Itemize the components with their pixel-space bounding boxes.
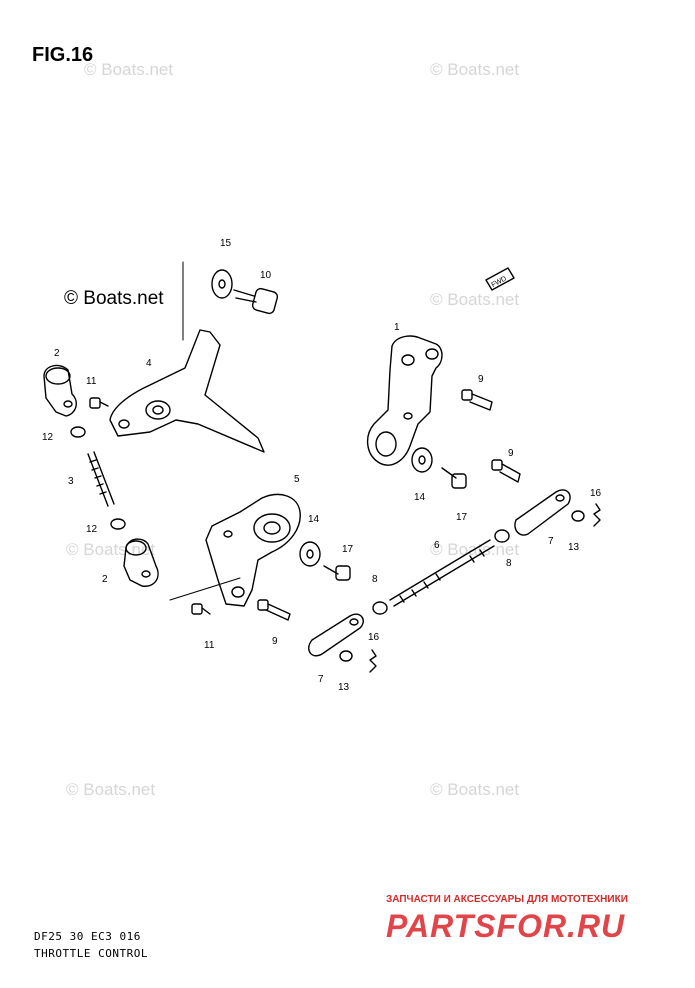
figure-title: FIG.16 bbox=[32, 44, 94, 66]
shop-logo: PARTSFOR.RU bbox=[386, 908, 626, 944]
clip-13-left bbox=[339, 650, 353, 662]
callout-13-left: 13 bbox=[338, 682, 350, 693]
bolt-9-lower bbox=[491, 459, 521, 483]
callout-17-mid: 17 bbox=[342, 544, 354, 555]
rod-3 bbox=[87, 451, 115, 507]
link-2-upper bbox=[43, 364, 77, 417]
callout-4: 4 bbox=[146, 358, 152, 369]
watermark: © Boats.net bbox=[430, 60, 520, 79]
figure-caption: THROTTLE CONTROL bbox=[34, 947, 148, 960]
callout-16-left: 16 bbox=[368, 632, 380, 643]
callout-15: 15 bbox=[220, 238, 232, 249]
callout-8-right: 8 bbox=[506, 558, 512, 569]
callout-16-right: 16 bbox=[590, 488, 602, 499]
watermark: © Boats.net bbox=[64, 288, 164, 309]
clip-13-right bbox=[571, 510, 585, 522]
callout-3: 3 bbox=[68, 476, 74, 487]
nut-12-upper bbox=[70, 426, 86, 438]
callout-7-right: 7 bbox=[548, 536, 554, 547]
bracket-5 bbox=[205, 493, 301, 607]
callout-7-left: 7 bbox=[318, 674, 324, 685]
callout-1: 1 bbox=[394, 322, 400, 333]
callout-11-lower: 11 bbox=[204, 640, 215, 651]
callout-17-right: 17 bbox=[456, 512, 468, 523]
rod-end-7-left bbox=[308, 613, 364, 657]
callout-14-mid: 14 bbox=[308, 514, 320, 525]
callout-5: 5 bbox=[294, 474, 300, 485]
callout-2-upper: 2 bbox=[54, 348, 60, 359]
callout-9-lower: 9 bbox=[508, 448, 514, 459]
washer-15 bbox=[211, 269, 233, 299]
pin-16-left bbox=[369, 649, 377, 673]
watermark: © Boats.net bbox=[84, 60, 174, 79]
nut-12-lower bbox=[110, 518, 126, 530]
fwd-arrow-icon bbox=[485, 267, 515, 291]
callout-9-upper: 9 bbox=[478, 374, 484, 385]
callout-12-lower: 12 bbox=[86, 524, 98, 535]
callout-2-lower: 2 bbox=[102, 574, 108, 585]
watermark: © Boats.net bbox=[430, 780, 520, 799]
rod-end-7-right bbox=[514, 489, 571, 536]
nut-8-left bbox=[372, 601, 388, 615]
screw-11-lower bbox=[169, 577, 241, 615]
callout-6: 6 bbox=[434, 540, 440, 551]
watermark: © Boats.net bbox=[430, 290, 520, 309]
callout-11-upper: 11 bbox=[86, 376, 97, 387]
bolt-17-mid bbox=[323, 565, 351, 581]
bolt-10 bbox=[233, 287, 279, 315]
nut-8-right bbox=[494, 529, 510, 543]
pin-16-right bbox=[593, 503, 601, 527]
callout-12-upper: 12 bbox=[42, 432, 54, 443]
callout-14-right: 14 bbox=[414, 492, 426, 503]
bolt-9-mid bbox=[257, 599, 291, 621]
shop-tagline: ЗАПЧАСТИ И АКСЕССУАРЫ ДЛЯ МОТОТЕХНИКИ bbox=[386, 894, 628, 905]
link-2-lower bbox=[123, 538, 159, 587]
callout-9-mid: 9 bbox=[272, 636, 278, 647]
rod-6 bbox=[389, 539, 495, 607]
washer-14-mid bbox=[299, 541, 321, 567]
washer-14-right bbox=[411, 447, 433, 473]
bracket-4 bbox=[109, 329, 265, 453]
screw-11-upper bbox=[89, 397, 109, 409]
watermark: © Boats.net bbox=[66, 780, 156, 799]
figure-code: DF25 30 EC3 016 bbox=[34, 930, 141, 943]
bolt-9-upper bbox=[461, 389, 493, 411]
callout-8-left: 8 bbox=[372, 574, 378, 585]
bracket-1 bbox=[367, 335, 443, 466]
callout-labels: 15 10 2 4 11 12 3 12 2 5 14 17 9 11 1 9 … bbox=[42, 238, 602, 693]
callout-13-right: 13 bbox=[568, 542, 580, 553]
bolt-17-right bbox=[441, 467, 467, 489]
callout-10: 10 bbox=[260, 270, 272, 281]
